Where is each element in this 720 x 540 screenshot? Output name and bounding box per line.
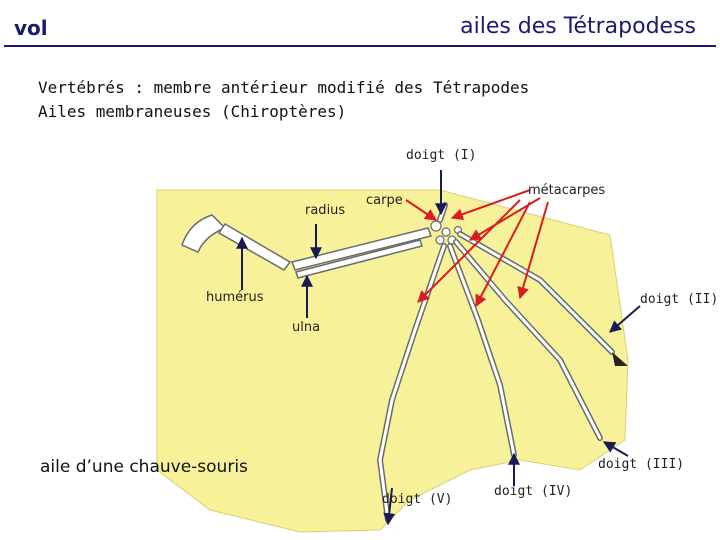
arrow-metacarpe-1 bbox=[450, 189, 531, 220]
arm-bones bbox=[181, 214, 432, 279]
pointer-doigt-5 bbox=[383, 487, 396, 526]
pointer-doigt-2 bbox=[609, 305, 641, 333]
label-carpe: carpe bbox=[366, 193, 403, 208]
label-ulna: ulna bbox=[292, 320, 321, 335]
label-doigt-5: doigt (V) bbox=[382, 492, 453, 507]
arrow-metacarpe-4 bbox=[475, 201, 531, 308]
claw-tip bbox=[612, 352, 628, 366]
ulna-bone bbox=[295, 239, 423, 279]
label-doigt-3: doigt (III) bbox=[598, 457, 685, 472]
label-metacarpes: métacarpes bbox=[528, 183, 606, 198]
label-doigt-1: doigt (I) bbox=[406, 148, 477, 163]
section-label: vol bbox=[14, 16, 48, 40]
arrow-metacarpe-3 bbox=[517, 201, 549, 300]
arrow-metacarpe-5 bbox=[417, 199, 521, 303]
header-divider bbox=[4, 45, 716, 47]
subtitle-line-2: Ailes membraneuses (Chiroptères) bbox=[38, 102, 347, 121]
carpal-bones bbox=[430, 220, 463, 245]
arrow-carpe bbox=[405, 199, 437, 221]
label-radius: radius bbox=[305, 203, 346, 218]
pointer-doigt-3 bbox=[602, 441, 629, 457]
label-doigt-4: doigt (IV) bbox=[494, 484, 573, 499]
label-humerus: humérus bbox=[206, 290, 264, 305]
label-doigt-2: doigt (II) bbox=[640, 292, 719, 307]
radius-bone bbox=[291, 227, 432, 271]
subtitle-line-1: Vertébrés : membre antérieur modifié des… bbox=[38, 78, 530, 97]
figure-caption: aile d’une chauve-souris bbox=[40, 457, 248, 477]
humerus-shaft bbox=[217, 222, 292, 271]
page-title: ailes des Tétrapodess bbox=[460, 14, 696, 39]
